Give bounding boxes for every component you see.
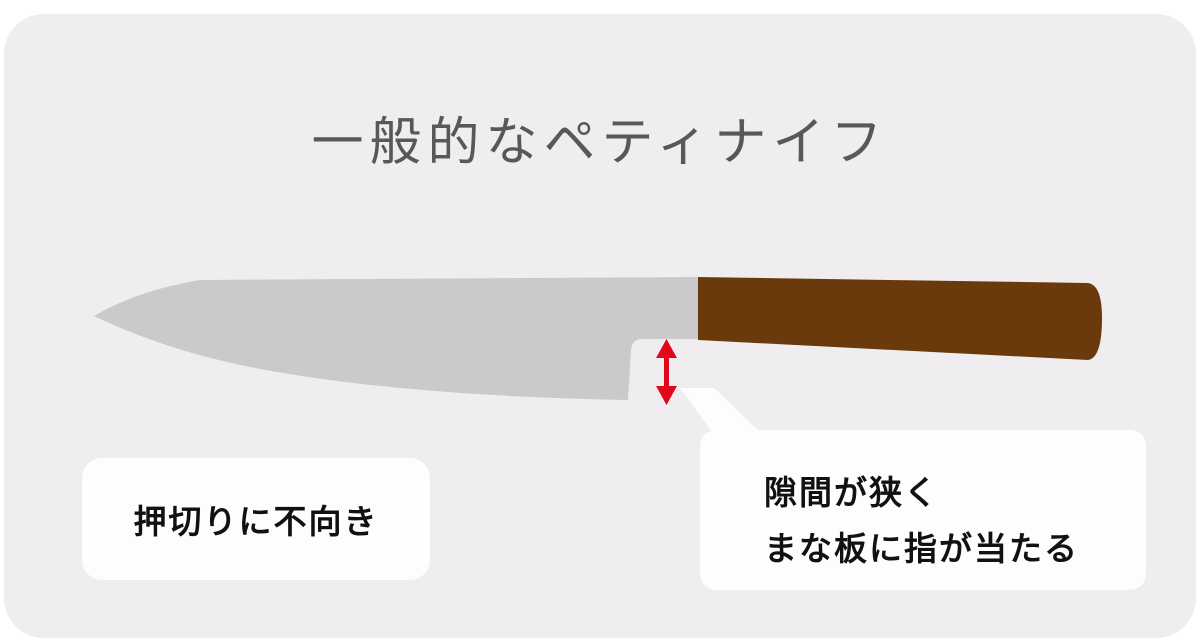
callout-narrow-gap-line-2: まな板に指が当たる xyxy=(764,529,1079,568)
knife-handle xyxy=(698,277,1102,360)
callout-pointer xyxy=(680,388,760,432)
callout-push-cut-text: 押切りに不向き xyxy=(133,502,379,541)
knife-blade xyxy=(94,277,698,400)
diagram-title: 一般的なペティナイフ xyxy=(311,113,889,173)
callout-push-cut: 押切りに不向き xyxy=(82,458,430,580)
callout-narrow-gap: 隙間が狭く まな板に指が当たる xyxy=(700,430,1146,590)
double-arrow-vertical-icon xyxy=(656,339,677,405)
callout-narrow-gap-line-1: 隙間が狭く xyxy=(764,473,939,512)
